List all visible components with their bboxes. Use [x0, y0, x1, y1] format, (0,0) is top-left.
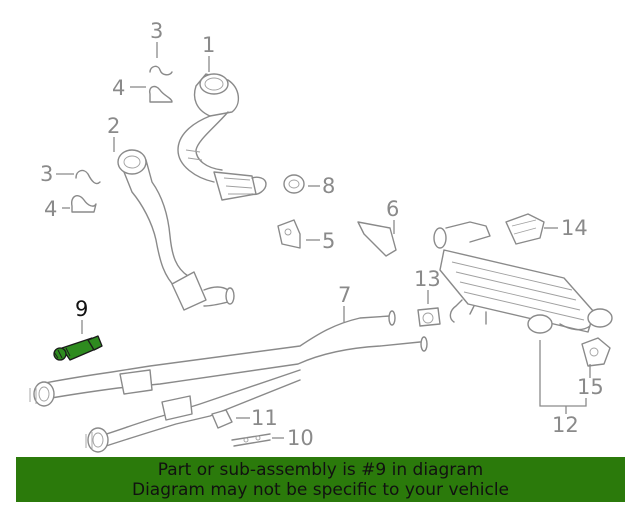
- callout-15: 15: [577, 375, 604, 399]
- callout-8: 8: [322, 174, 335, 198]
- info-banner: Part or sub-assembly is #9 in diagram Di…: [16, 457, 625, 502]
- part-3-clamp-left: [75, 169, 101, 185]
- callout-7: 7: [338, 283, 351, 307]
- callout-13: 13: [414, 267, 441, 291]
- banner-line-2: Diagram may not be specific to your vehi…: [131, 480, 509, 500]
- callout-2: 2: [107, 114, 120, 138]
- callout-4-left: 4: [44, 197, 57, 221]
- part-4-clamp-upper: [148, 85, 173, 103]
- part-12-rear-muffler: [433, 221, 613, 334]
- part-2-front-pipe-lower: [117, 149, 235, 311]
- part-11-clip: [211, 409, 233, 429]
- banner-line-1: Part or sub-assembly is #9 in diagram: [157, 460, 484, 480]
- callout-9: 9: [75, 297, 88, 321]
- callout-3-upper: 3: [150, 19, 163, 43]
- part-15-valve: [581, 337, 611, 367]
- part-9-highlighted-sensor: [53, 335, 103, 361]
- leader-lines: [56, 42, 591, 439]
- callout-3-left: 3: [40, 162, 53, 186]
- part-7-intermediate-pipe: [29, 310, 428, 453]
- part-14-valve-actuator: [505, 213, 545, 245]
- callout-12: 12: [552, 413, 579, 437]
- part-10-hanger: [231, 433, 271, 447]
- callout-6: 6: [386, 197, 399, 221]
- part-13-isolator: [417, 307, 441, 327]
- part-4-clamp-left: [70, 195, 97, 213]
- callout-5: 5: [322, 229, 335, 253]
- callout-1: 1: [202, 33, 215, 57]
- part-6-bracket: [357, 221, 397, 257]
- callout-14: 14: [561, 216, 588, 240]
- part-1-front-pipe-upper: [177, 73, 267, 201]
- callout-10: 10: [287, 426, 314, 450]
- callout-4-upper: 4: [112, 76, 125, 100]
- part-3-clamp-upper: [149, 65, 173, 76]
- part-8-isolator: [283, 174, 305, 194]
- part-5-bracket: [277, 219, 301, 249]
- callout-11: 11: [251, 406, 278, 430]
